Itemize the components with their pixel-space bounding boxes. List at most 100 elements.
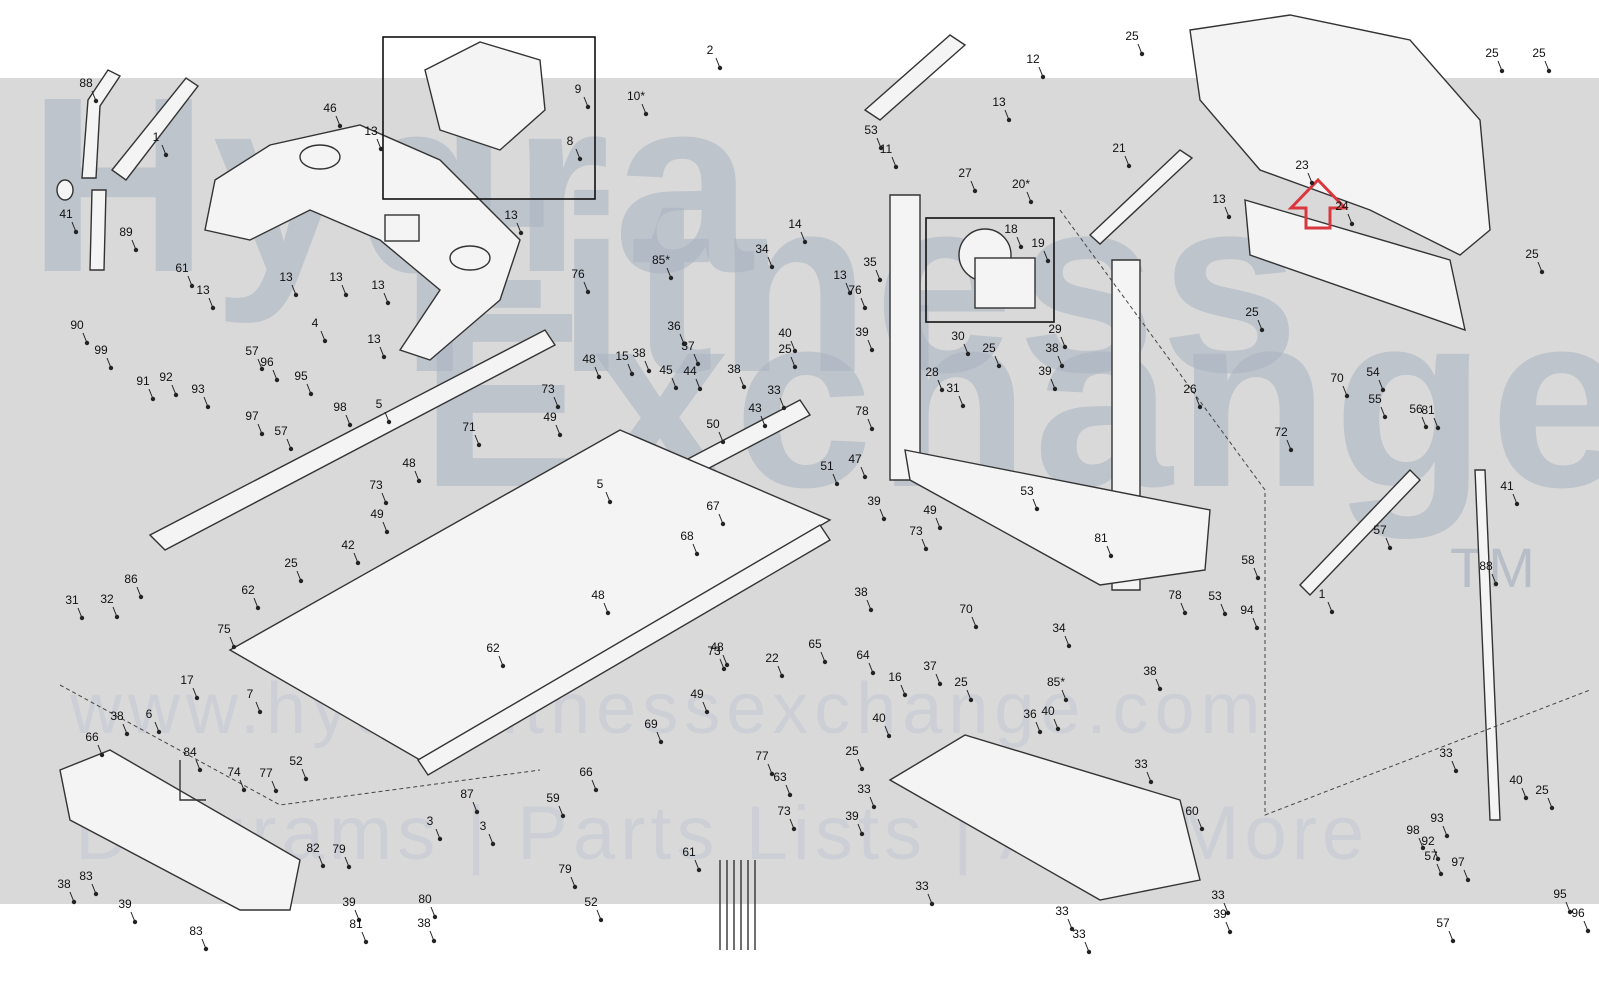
part-number-label: 61 [682, 845, 696, 859]
callout-150: 39 [118, 897, 138, 925]
fastener-dot [1199, 826, 1205, 832]
callout-77: 42 [341, 538, 361, 566]
part-number-label: 13 [833, 268, 847, 282]
frame-uprights-part [863, 34, 1211, 591]
fastener-dot [437, 836, 443, 842]
part-number-label: 77 [259, 766, 273, 780]
callout-143: 77 [259, 766, 279, 794]
callout-184: 57 [1436, 916, 1456, 944]
watermark-trademark: TM [1450, 536, 1539, 599]
fastener-dot [721, 666, 727, 672]
callout-158: 77 [755, 749, 775, 777]
part-number-label: 38 [632, 346, 646, 360]
fastener-dot [1045, 258, 1051, 264]
part-number-label: 40 [872, 711, 886, 725]
part-number-label: 84 [183, 745, 197, 759]
part-number-label: 13 [279, 270, 293, 284]
fastener-dot [156, 729, 162, 735]
fastener-dot [1380, 387, 1386, 393]
fastener-dot [1549, 805, 1555, 811]
part-number-label: 8 [567, 134, 574, 148]
callout-110: 30 [951, 329, 971, 357]
fastener-dot [383, 500, 389, 506]
part-number-label: 94 [1240, 603, 1254, 617]
fastener-dot [960, 403, 966, 409]
fastener-dot [557, 432, 563, 438]
callout-4: 46 [323, 101, 343, 129]
callout-174: 33 [1439, 746, 1459, 774]
fastener-dot [762, 423, 768, 429]
part-number-label: 42 [341, 538, 355, 552]
callout-20: 53 [864, 123, 884, 151]
fastener-dot [923, 546, 929, 552]
callout-10: 13 [279, 270, 299, 298]
fastener-dot [1108, 553, 1114, 559]
callout-21: 11 [880, 142, 899, 170]
part-number-label: 67 [706, 499, 720, 513]
part-number-label: 88 [79, 76, 93, 90]
callout-171: 33 [1072, 927, 1092, 955]
fastener-dot [694, 551, 700, 557]
part-number-label: 41 [1500, 479, 1514, 493]
fastener-dot [1062, 344, 1068, 350]
callout-131: 65 [808, 637, 828, 665]
callout-176: 25 [1535, 783, 1555, 811]
fastener-dot [555, 404, 561, 410]
part-number-label: 74 [227, 765, 241, 779]
part-number-label: 90 [70, 318, 84, 332]
fastener-dot [133, 247, 139, 253]
fastener-dot [741, 384, 747, 390]
part-number-label: 70 [1330, 371, 1344, 385]
part-number-label: 63 [773, 770, 787, 784]
part-number-label: 48 [402, 456, 416, 470]
fastener-dot [194, 695, 200, 701]
fastener-dot [255, 605, 261, 611]
callout-149: 83 [79, 869, 99, 897]
callout-129: 37 [923, 659, 943, 687]
part-number-label: 54 [1366, 365, 1380, 379]
part-number-label: 44 [683, 364, 697, 378]
part-number-label: 59 [546, 791, 560, 805]
callout-139: 3 [480, 819, 496, 847]
part-number-label: 1 [1319, 587, 1326, 601]
fastener-dot [273, 788, 279, 794]
callout-40: 36 [667, 319, 687, 347]
fastener-dot [1523, 795, 1529, 801]
callout-146: 82 [306, 841, 326, 869]
fastener-dot [937, 525, 943, 531]
callout-61: 73 [369, 478, 389, 506]
fastener-dot [724, 662, 730, 668]
console-part [204, 124, 521, 361]
callout-59: 71 [462, 420, 482, 448]
fastener-dot [1585, 928, 1591, 934]
fastener-dot [769, 264, 775, 270]
part-number-label: 79 [332, 842, 346, 856]
cable-ties-part [719, 860, 756, 950]
fastener-dot [1344, 393, 1350, 399]
fastener-dot [274, 377, 280, 383]
callout-67: 99 [94, 343, 114, 371]
part-number-label: 73 [909, 524, 923, 538]
part-number-label: 92 [159, 370, 173, 384]
callout-28: 23 [1295, 158, 1315, 186]
callout-45: 13 [833, 268, 853, 296]
part-number-label: 95 [294, 369, 308, 383]
callout-27: 13 [1212, 192, 1232, 220]
part-number-label: 25 [1245, 305, 1259, 319]
fastener-dot [605, 610, 611, 616]
part-number-label: 87 [460, 787, 474, 801]
callout-51: 44 [683, 364, 703, 392]
fastener-dot [1444, 833, 1450, 839]
front-left-cover-part [59, 749, 301, 911]
part-number-label: 55 [1368, 392, 1382, 406]
part-number-label: 85* [652, 253, 670, 267]
part-number-label: 31 [65, 593, 79, 607]
part-number-label: 6 [146, 707, 153, 721]
fastener-dot [862, 474, 868, 480]
fastener-dot [929, 901, 935, 907]
callout-121: 94 [1240, 603, 1260, 631]
part-number-label: 41 [59, 207, 73, 221]
callout-64: 5 [597, 477, 613, 505]
callout-103: 70 [1330, 371, 1350, 399]
